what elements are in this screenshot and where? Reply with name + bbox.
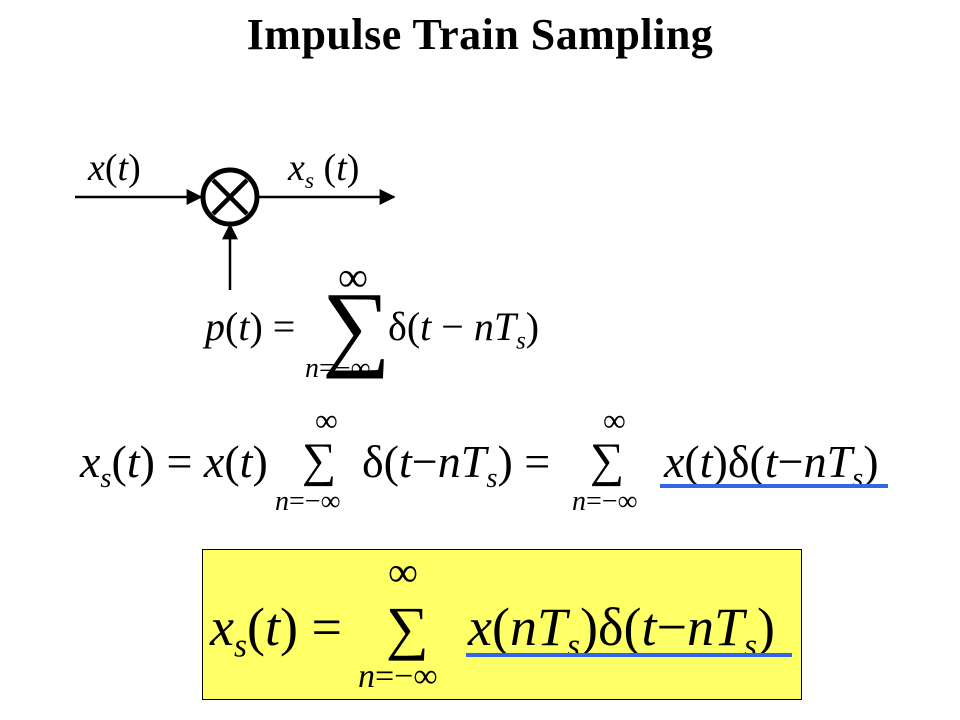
equation-2-underline [466, 653, 792, 657]
equation-1-sum2-upper: ∞ [603, 402, 626, 438]
equation-2-summation-symbol: ∑ [386, 595, 429, 661]
equation-1-lhs: xs(t) = x(t) [80, 436, 268, 494]
equation-1-term-2: x(t)δ(t−nTs) [664, 436, 879, 494]
equation-2-term: x(nTs)δ(t−nTs) [468, 597, 775, 665]
equation-1-summation-symbol: ∑ [302, 434, 337, 487]
p-summation-symbol: ∑ [322, 272, 391, 379]
slide-title: Impulse Train Sampling [246, 10, 714, 59]
input-signal-label: x(t) [88, 147, 141, 189]
equation-2-lhs: xs(t) = [210, 597, 342, 665]
equation-1-sum-upper: ∞ [315, 402, 338, 438]
p-sum-lower-limit: n=−∞ [305, 353, 371, 384]
multiplier-cross-b [211, 178, 249, 216]
p-definition-lhs: p(t) = [205, 304, 296, 349]
equation-1-sum-lower: n=−∞ [275, 486, 341, 517]
equation-1-underline [660, 484, 888, 488]
equation-1-summation-symbol-2: ∑ [590, 434, 625, 487]
p-definition-term: δ(t − nTs) [388, 304, 540, 355]
equation-2-sum-upper: ∞ [388, 550, 418, 596]
p-sum-upper-limit: ∞ [338, 255, 368, 301]
equation-1-sum2-lower: n=−∞ [572, 486, 638, 517]
equation-2-sum-lower: n=−∞ [358, 658, 438, 695]
sampled-signal-label: xs (t) [288, 147, 360, 195]
highlighted-result-box [202, 549, 802, 700]
equation-1-term-1: δ(t−nTs) = [362, 436, 551, 494]
